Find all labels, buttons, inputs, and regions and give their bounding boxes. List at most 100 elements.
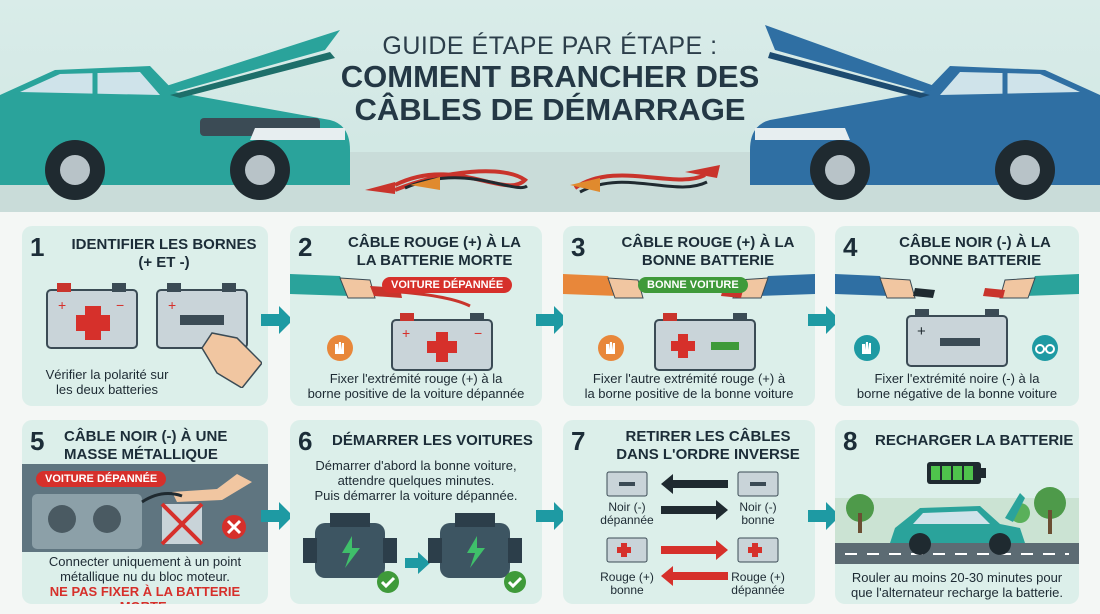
- tag-badge: VOITURE DÉPANNÉE: [36, 471, 167, 487]
- guide-subtitle: GUIDE ÉTAPE PAR ÉTAPE :: [382, 32, 718, 60]
- step-title: CÂBLE ROUGE (+) À LA BONNE BATTERIE: [603, 234, 813, 270]
- step-desc-line: Démarrer d'abord la bonne voiture,: [315, 458, 517, 473]
- hands-clamps-illustration: [563, 274, 815, 299]
- step-title-line: IDENTIFIER LES BORNES: [71, 236, 257, 253]
- svg-text:+: +: [402, 325, 410, 341]
- step-title-line: LA BATTERIE MORTE: [356, 252, 513, 269]
- gloves-safety-icon: [854, 335, 880, 361]
- step-card-2: 2 CÂBLE ROUGE (+) À LA LA BATTERIE MORTE…: [290, 226, 542, 406]
- svg-text:+: +: [917, 323, 926, 340]
- step-desc-line: Rouler au moins 20-30 minutes pour: [851, 570, 1063, 585]
- arrow-right-icon: [536, 306, 568, 334]
- step-card-6: 6 DÉMARRER LES VOITURES Démarrer d'abord…: [290, 420, 542, 604]
- step-desc-line: les deux batteries: [56, 382, 158, 397]
- blue-car-illustration: [750, 25, 1100, 200]
- step-title-line: RETIRER LES CÂBLES: [625, 428, 791, 445]
- step-number: 5: [30, 426, 45, 456]
- step-card-4: 4 CÂBLE NOIR (-) À LA BONNE BATTERIE + F…: [835, 226, 1079, 406]
- battery-good-icon: [654, 313, 756, 371]
- step-title: CÂBLE NOIR (-) À LA BONNE BATTERIE: [875, 234, 1075, 270]
- step-number: 6: [298, 426, 313, 456]
- guide-title: COMMENT BRANCHER DES CÂBLES DE DÉMARRAGE: [0, 60, 1100, 126]
- svg-text:+: +: [168, 297, 176, 313]
- label-line: dépannée: [600, 513, 654, 527]
- step-title-line: DANS L'ORDRE INVERSE: [616, 446, 800, 463]
- step-description: Connecter uniquement à un point métalliq…: [26, 554, 264, 604]
- step-title: RETIRER LES CÂBLES DANS L'ORDRE INVERSE: [603, 428, 813, 464]
- disconnect-order-diagram: [606, 471, 779, 586]
- step-card-3: 3 CÂBLE ROUGE (+) À LA BONNE BATTERIE BO…: [563, 226, 815, 406]
- engines-start-illustration: [303, 513, 526, 593]
- step-title-line: BONNE BATTERIE: [908, 252, 1042, 269]
- step-number: 1: [30, 232, 45, 262]
- battery-negative-icon: +: [906, 309, 1008, 367]
- teal-car-illustration: [0, 30, 350, 200]
- step-desc-line: la borne positive de la bonne voiture: [584, 386, 794, 401]
- step-description: Vérifier la polarité sur les deux batter…: [32, 367, 182, 397]
- svg-text:−: −: [474, 325, 482, 341]
- step-desc-line: Puis démarrer la voiture dépannée.: [314, 488, 518, 503]
- label-line: Rouge (+): [731, 570, 785, 584]
- step-description: Fixer l'extrémité noire (-) à la borne n…: [839, 371, 1075, 401]
- step-desc-line: attendre quelques minutes.: [337, 473, 495, 488]
- hands-clamps-illustration: [835, 274, 1079, 299]
- driving-car-illustration: [835, 462, 1079, 564]
- tag-badge: BONNE VOITURE: [638, 277, 748, 293]
- step-title: IDENTIFIER LES BORNES (+ ET -): [64, 236, 264, 272]
- step-title: DÉMARRER LES VOITURES: [332, 432, 533, 449]
- step-number: 8: [843, 426, 858, 456]
- gloves-safety-icon: [598, 335, 624, 361]
- label-line: Noir (-): [739, 500, 777, 514]
- arrow-right-icon: [261, 502, 293, 530]
- step-title-line: BONNE BATTERIE: [641, 252, 775, 269]
- step-desc-line: Connecter uniquement à un point: [48, 554, 242, 569]
- tag-badge: VOITURE DÉPANNÉE: [382, 277, 513, 293]
- arrow-right-icon: [808, 306, 840, 334]
- guide-title-line1: COMMENT BRANCHER DES: [340, 59, 760, 94]
- step-title-line: CÂBLE ROUGE (+) À LA: [621, 234, 795, 251]
- hand-clamp-illustration: [290, 274, 471, 308]
- step-title-line: (+ ET -): [138, 254, 190, 271]
- step-desc-line: Vérifier la polarité sur: [45, 367, 169, 382]
- step-desc-line: Fixer l'extrémité noire (-) à la: [874, 371, 1040, 386]
- step-description: Rouler au moins 20-30 minutes pour que l…: [839, 570, 1075, 600]
- step-number: 4: [843, 232, 858, 262]
- step-number: 3: [571, 232, 586, 262]
- arrow-right-icon: [261, 306, 293, 334]
- hero-banner: GUIDE ÉTAPE PAR ÉTAPE : COMMENT BRANCHER…: [0, 0, 1100, 212]
- guide-title-line2: CÂBLES DE DÉMARRAGE: [354, 92, 746, 127]
- step-title-line: CÂBLE NOIR (-) À LA: [899, 234, 1051, 251]
- step-title: CÂBLE ROUGE (+) À LA LA BATTERIE MORTE: [332, 234, 537, 270]
- label-black-damaged: Noir (-) dépannée: [597, 501, 657, 527]
- label-red-damaged: Rouge (+) dépannée: [723, 571, 793, 597]
- battery-positive-icon: + −: [391, 313, 493, 371]
- step-title: RECHARGER LA BATTERIE: [875, 432, 1074, 449]
- label-line: Noir (-): [608, 500, 646, 514]
- step-desc-line: que l'alternateur recharge la batterie.: [850, 585, 1064, 600]
- batteries-polarity-icon: + − +: [46, 283, 262, 388]
- step-title: CÂBLE NOIR (-) À UNE MASSE MÉTALLIQUE: [64, 428, 264, 464]
- step-card-8: 8 RECHARGER LA BATTERIE Rouler au moins …: [835, 420, 1079, 604]
- step-warning: NE PAS FIXER À LA BATTERIE MORTE.: [49, 584, 241, 604]
- jumper-cables-illustration: [365, 165, 720, 194]
- engine-block-illustration: [22, 464, 268, 552]
- label-line: bonne: [741, 513, 775, 527]
- label-line: Rouge (+): [600, 570, 654, 584]
- step-title-line: CÂBLE ROUGE (+) À LA: [348, 234, 521, 251]
- safety-glasses-icon: [1032, 335, 1058, 361]
- arrow-right-icon: [536, 502, 568, 530]
- step-card-5: 5 CÂBLE NOIR (-) À UNE MASSE MÉTALLIQUE …: [22, 420, 268, 604]
- step-description: Fixer l'autre extrémité rouge (+) à la b…: [567, 371, 811, 401]
- step-description: Fixer l'extrémité rouge (+) à la borne p…: [294, 371, 538, 401]
- step-card-7: 7 RETIRER LES CÂBLES DANS L'ORDRE INVERS…: [563, 420, 815, 604]
- step-title-line: MASSE MÉTALLIQUE: [64, 446, 218, 463]
- step-desc-line: métallique nu du bloc moteur.: [60, 569, 230, 584]
- label-line: dépannée: [731, 583, 785, 597]
- label-red-good: Rouge (+) bonne: [593, 571, 661, 597]
- step-desc-line: borne positive de la voiture dépannée: [307, 386, 525, 401]
- step-number: 7: [571, 426, 586, 456]
- label-black-good: Noir (-) bonne: [728, 501, 788, 527]
- svg-text:+: +: [58, 297, 66, 313]
- step-desc-line: Fixer l'extrémité rouge (+) à la: [329, 371, 503, 386]
- step-desc-line: borne négative de la bonne voiture: [856, 386, 1058, 401]
